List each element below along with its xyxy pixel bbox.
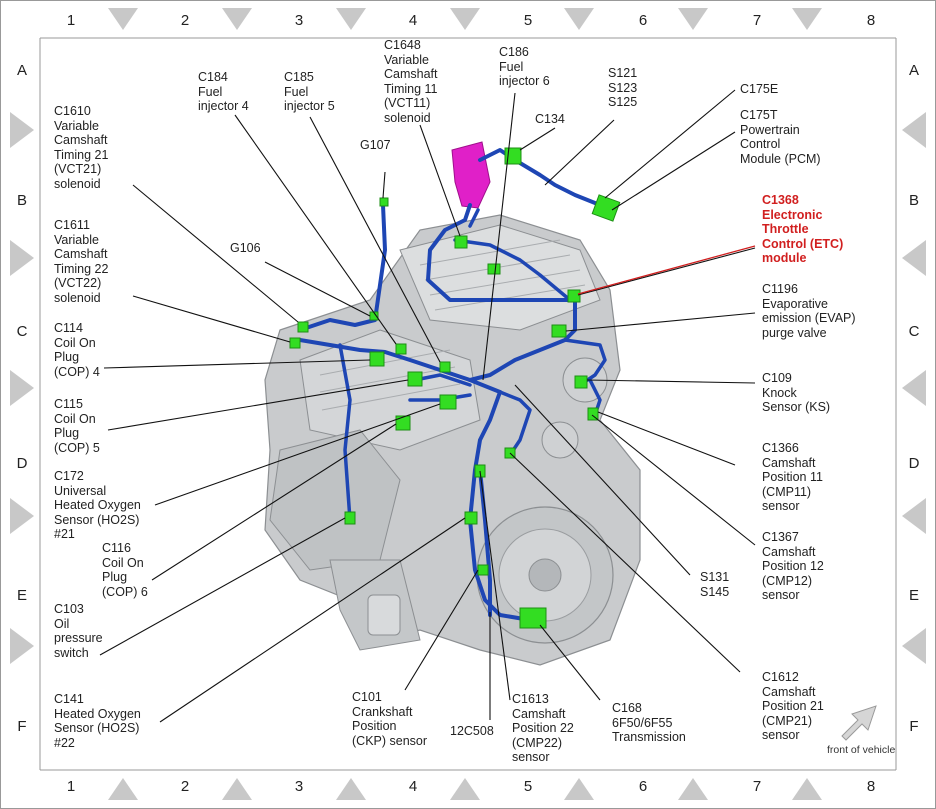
front-of-vehicle-label: front of vehicle [827,744,896,756]
connector-c184 [395,343,407,355]
connector-c1610 [297,321,309,333]
grid-row-c-left: C [16,323,28,340]
grid-markers [10,8,926,800]
grid-col-4-top: 4 [408,12,418,29]
grid-row-c-right: C [908,323,920,340]
label-c1366: C1366 Camshaft Position 11 (CMP11) senso… [762,441,823,513]
grid-col-1-bottom: 1 [66,778,76,795]
label-c1367: C1367 Camshaft Position 12 (CMP12) senso… [762,530,824,602]
label-c101: C101 Crankshaft Position (CKP) sensor [352,690,428,748]
connector-c114 [369,351,385,367]
grid-col-2-bottom: 2 [180,778,190,795]
connector-c1366 [587,407,599,421]
connector-c101 [477,564,489,576]
grid-col-3-top: 3 [294,12,304,29]
label-c175t: C175T Powertrain Control Module (PCM) [740,108,821,166]
connector-c172 [439,394,457,410]
label-c109: C109 Knock Sensor (KS) [762,371,831,414]
label-c186: C186 Fuel injector 6 [499,45,550,88]
pcm-module [451,141,491,209]
grid-row-e-left: E [16,587,27,604]
grid-col-8-top: 8 [866,12,876,29]
connector-c186 [487,263,501,275]
connector-c103 [344,511,356,525]
grid-row-d-left: D [16,455,28,472]
label-c1368: C1368 Electronic Throttle Control (ETC) … [762,193,844,265]
grid-row-d-right: D [908,455,920,472]
label-c114: C114 Coil On Plug (COP) 4 [54,321,100,379]
label-c134: C134 [535,112,565,126]
connector-c175 [591,194,621,222]
leader-lines [99,89,756,723]
connector-c115 [407,371,423,387]
connector-c116 [395,415,411,431]
grid-col-6-bottom: 6 [638,778,648,795]
grid-col-4-bottom: 4 [408,778,418,795]
label-c103: C103 Oil pressure switch [54,602,103,660]
connector-c109 [574,375,588,389]
connector-c1368 [567,289,581,303]
label-c116: C116 Coil On Plug (COP) 6 [102,541,148,599]
front-of-vehicle-arrow [841,705,877,741]
label-c1613: C1613 Camshaft Position 22 (CMP22) senso… [512,692,574,764]
grid-col-2-top: 2 [180,12,190,29]
label-c185: C185 Fuel injector 5 [284,70,335,113]
label-s131: S131 S145 [700,570,730,599]
label-c115: C115 Coil On Plug (COP) 5 [54,397,100,455]
grid-row-a-right: A [908,62,919,79]
grid-col-1-top: 1 [66,12,76,29]
label-g106: G106 [230,241,261,255]
grid-row-f-left: F [17,718,27,735]
label-s121: S121 S123 S125 [608,66,638,109]
grid-col-5-bottom: 5 [523,778,533,795]
label-c184: C184 Fuel injector 4 [198,70,249,113]
grid-col-8-bottom: 8 [866,778,876,795]
label-c1648: C1648 Variable Camshaft Timing 11 (VCT11… [384,38,438,125]
connector-c141 [464,511,478,525]
label-c175e: C175E [740,82,779,96]
grid-row-b-left: B [16,192,27,209]
label-c172: C172 Universal Heated Oxygen Sensor (HO2… [54,469,141,541]
grid-row-e-right: E [908,587,919,604]
label-c1611: C1611 Variable Camshaft Timing 22 (VCT22… [54,218,109,305]
grid-col-7-bottom: 7 [752,778,762,795]
connector-g107 [379,197,389,207]
grid-row-b-right: B [908,192,919,209]
grid-row-f-right: F [909,718,919,735]
label-c1196: C1196 Evaporative emission (EVAP) purge … [762,282,856,340]
grid-col-3-bottom: 3 [294,778,304,795]
c1368-leader-line [577,245,756,295]
grid-col-6-top: 6 [638,12,648,29]
label-12c508: 12C508 [450,724,494,738]
engine-block [264,214,641,666]
label-c1610: C1610 Variable Camshaft Timing 21 (VCT21… [54,104,109,191]
grid-row-a-left: A [16,62,27,79]
label-c168: C168 6F50/6F55 Transmission [612,701,686,744]
connector-c134 [504,147,522,165]
label-c141: C141 Heated Oxygen Sensor (HO2S) #22 [54,692,141,750]
connector-c1196 [551,324,567,338]
label-g107: G107 [360,138,391,152]
connector-c185 [439,361,451,373]
connector-c168 [519,607,547,629]
grid-col-5-top: 5 [523,12,533,29]
grid-col-7-top: 7 [752,12,762,29]
label-c1612: C1612 Camshaft Position 21 (CMP21) senso… [762,670,824,742]
connector-c1611 [289,337,301,349]
connector-c1648 [454,235,468,249]
